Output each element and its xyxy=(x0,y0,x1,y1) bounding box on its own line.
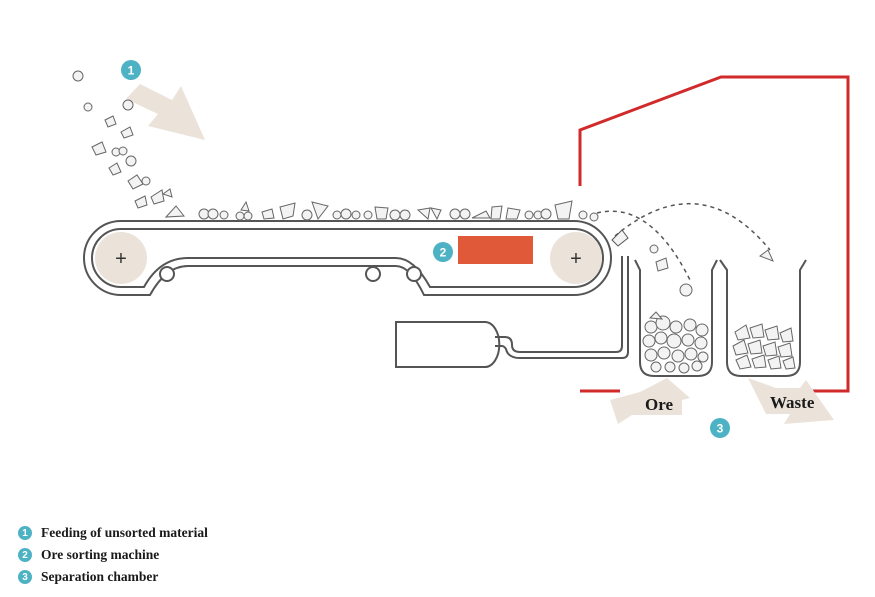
legend-badge: 3 xyxy=(18,570,32,584)
air-nozzle xyxy=(611,229,629,247)
right-pulley: + xyxy=(550,232,602,284)
legend: 1 Feeding of unsorted material 2 Ore sor… xyxy=(18,522,208,588)
material-on-belt xyxy=(164,200,599,222)
legend-badge: 1 xyxy=(18,526,32,540)
idler-rollers xyxy=(159,266,422,282)
conveyor-belt xyxy=(83,220,612,296)
svg-text:+: + xyxy=(115,248,127,270)
sorting-sensor xyxy=(458,236,533,264)
badge-feed-number: 1 xyxy=(128,64,135,78)
legend-item-feeding: 1 Feeding of unsorted material xyxy=(18,522,208,544)
sorted-pieces xyxy=(649,244,774,297)
badge-chamber-number: 3 xyxy=(717,422,724,436)
badge-chamber: 3 xyxy=(710,418,730,438)
legend-label: Ore sorting machine xyxy=(41,547,160,562)
separation-chamber-wall xyxy=(578,75,850,393)
waste-label: Waste xyxy=(770,393,815,412)
waste-bin xyxy=(719,259,807,377)
falling-material xyxy=(72,70,173,209)
feed-arrow xyxy=(126,84,205,140)
legend-item-sorting: 2 Ore sorting machine xyxy=(18,544,208,566)
legend-label: Separation chamber xyxy=(41,569,159,584)
legend-label: Feeding of unsorted material xyxy=(41,525,208,540)
compressor-unit xyxy=(395,256,629,368)
badge-feed: 1 xyxy=(121,60,141,80)
legend-badge: 2 xyxy=(18,548,32,562)
left-pulley: + xyxy=(95,232,147,284)
badge-sorter-number: 2 xyxy=(440,246,447,260)
badge-sorter: 2 xyxy=(433,242,453,262)
ore-bin xyxy=(634,259,718,377)
ore-output-arrow xyxy=(610,378,690,424)
waste-output-arrow xyxy=(748,378,834,424)
trajectories xyxy=(596,202,771,281)
legend-item-separation: 3 Separation chamber xyxy=(18,566,208,588)
ore-label: Ore xyxy=(645,395,673,414)
svg-text:+: + xyxy=(570,248,582,270)
